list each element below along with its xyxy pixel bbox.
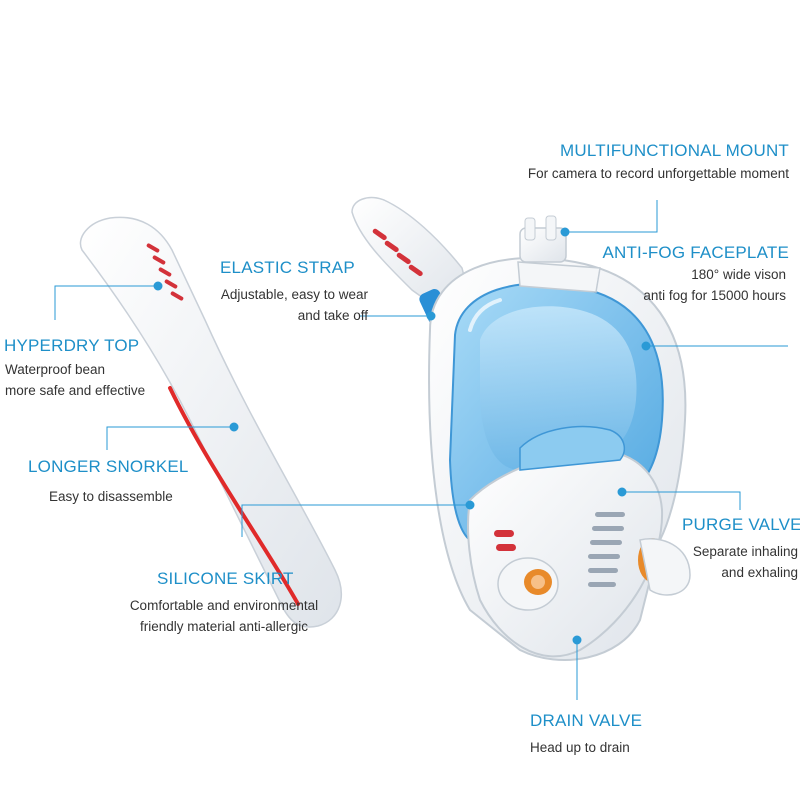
drain-title: DRAIN VALVE (530, 711, 643, 730)
skirt-desc: Comfortable and environmental friendly m… (114, 595, 334, 637)
purge-desc: Separate inhaling and exhaling (693, 541, 798, 583)
top-desc-line: more safe and effective (5, 383, 146, 398)
strap-desc: Adjustable, easy to wear and take off (221, 284, 368, 326)
drain-desc-line: Head up to drain (530, 740, 630, 755)
mount-desc: For camera to record unforgettable momen… (528, 163, 789, 184)
drain-desc: Head up to drain (530, 737, 630, 758)
purge-desc-line: Separate inhaling (692, 544, 798, 559)
faceplate-desc: 180° wide vison anti fog for 15000 hours (643, 264, 786, 306)
mount-title: MULTIFUNCTIONAL MOUNT (560, 141, 789, 160)
purge-desc-line: and exhaling (721, 565, 798, 580)
camera-mount (517, 215, 601, 293)
snorkel-desc-line: Easy to disassemble (49, 489, 173, 504)
skirt-desc-line: friendly material anti-allergic (139, 619, 309, 634)
right-snorkel (351, 196, 471, 311)
strap-desc-line: and take off (297, 308, 368, 323)
skirt-title: SILICONE SKIRT (157, 569, 294, 588)
faceplate-desc-line: 180° wide vison (691, 267, 786, 282)
top-title: HYPERDRY TOP (4, 336, 140, 355)
strap-title: ELASTIC STRAP (220, 258, 355, 277)
purge-title: PURGE VALVE (682, 515, 800, 534)
left-snorkel (79, 216, 343, 628)
skirt-desc-line: Comfortable and environmental (129, 598, 319, 613)
faceplate-title: ANTI-FOG FACEPLATE (602, 243, 789, 262)
mount-desc-line: For camera to record unforgettable momen… (527, 166, 789, 181)
valves (497, 538, 691, 611)
top-desc: Waterproof bean more safe and effective (5, 359, 145, 401)
snorkel-title: LONGER SNORKEL (28, 457, 189, 476)
top-desc-line: Waterproof bean (5, 362, 106, 377)
strap-desc-line: Adjustable, easy to wear (220, 287, 368, 302)
faceplate-desc-line: anti fog for 15000 hours (643, 288, 786, 303)
snorkel-desc: Easy to disassemble (49, 486, 173, 507)
leader-lines (54, 200, 788, 700)
